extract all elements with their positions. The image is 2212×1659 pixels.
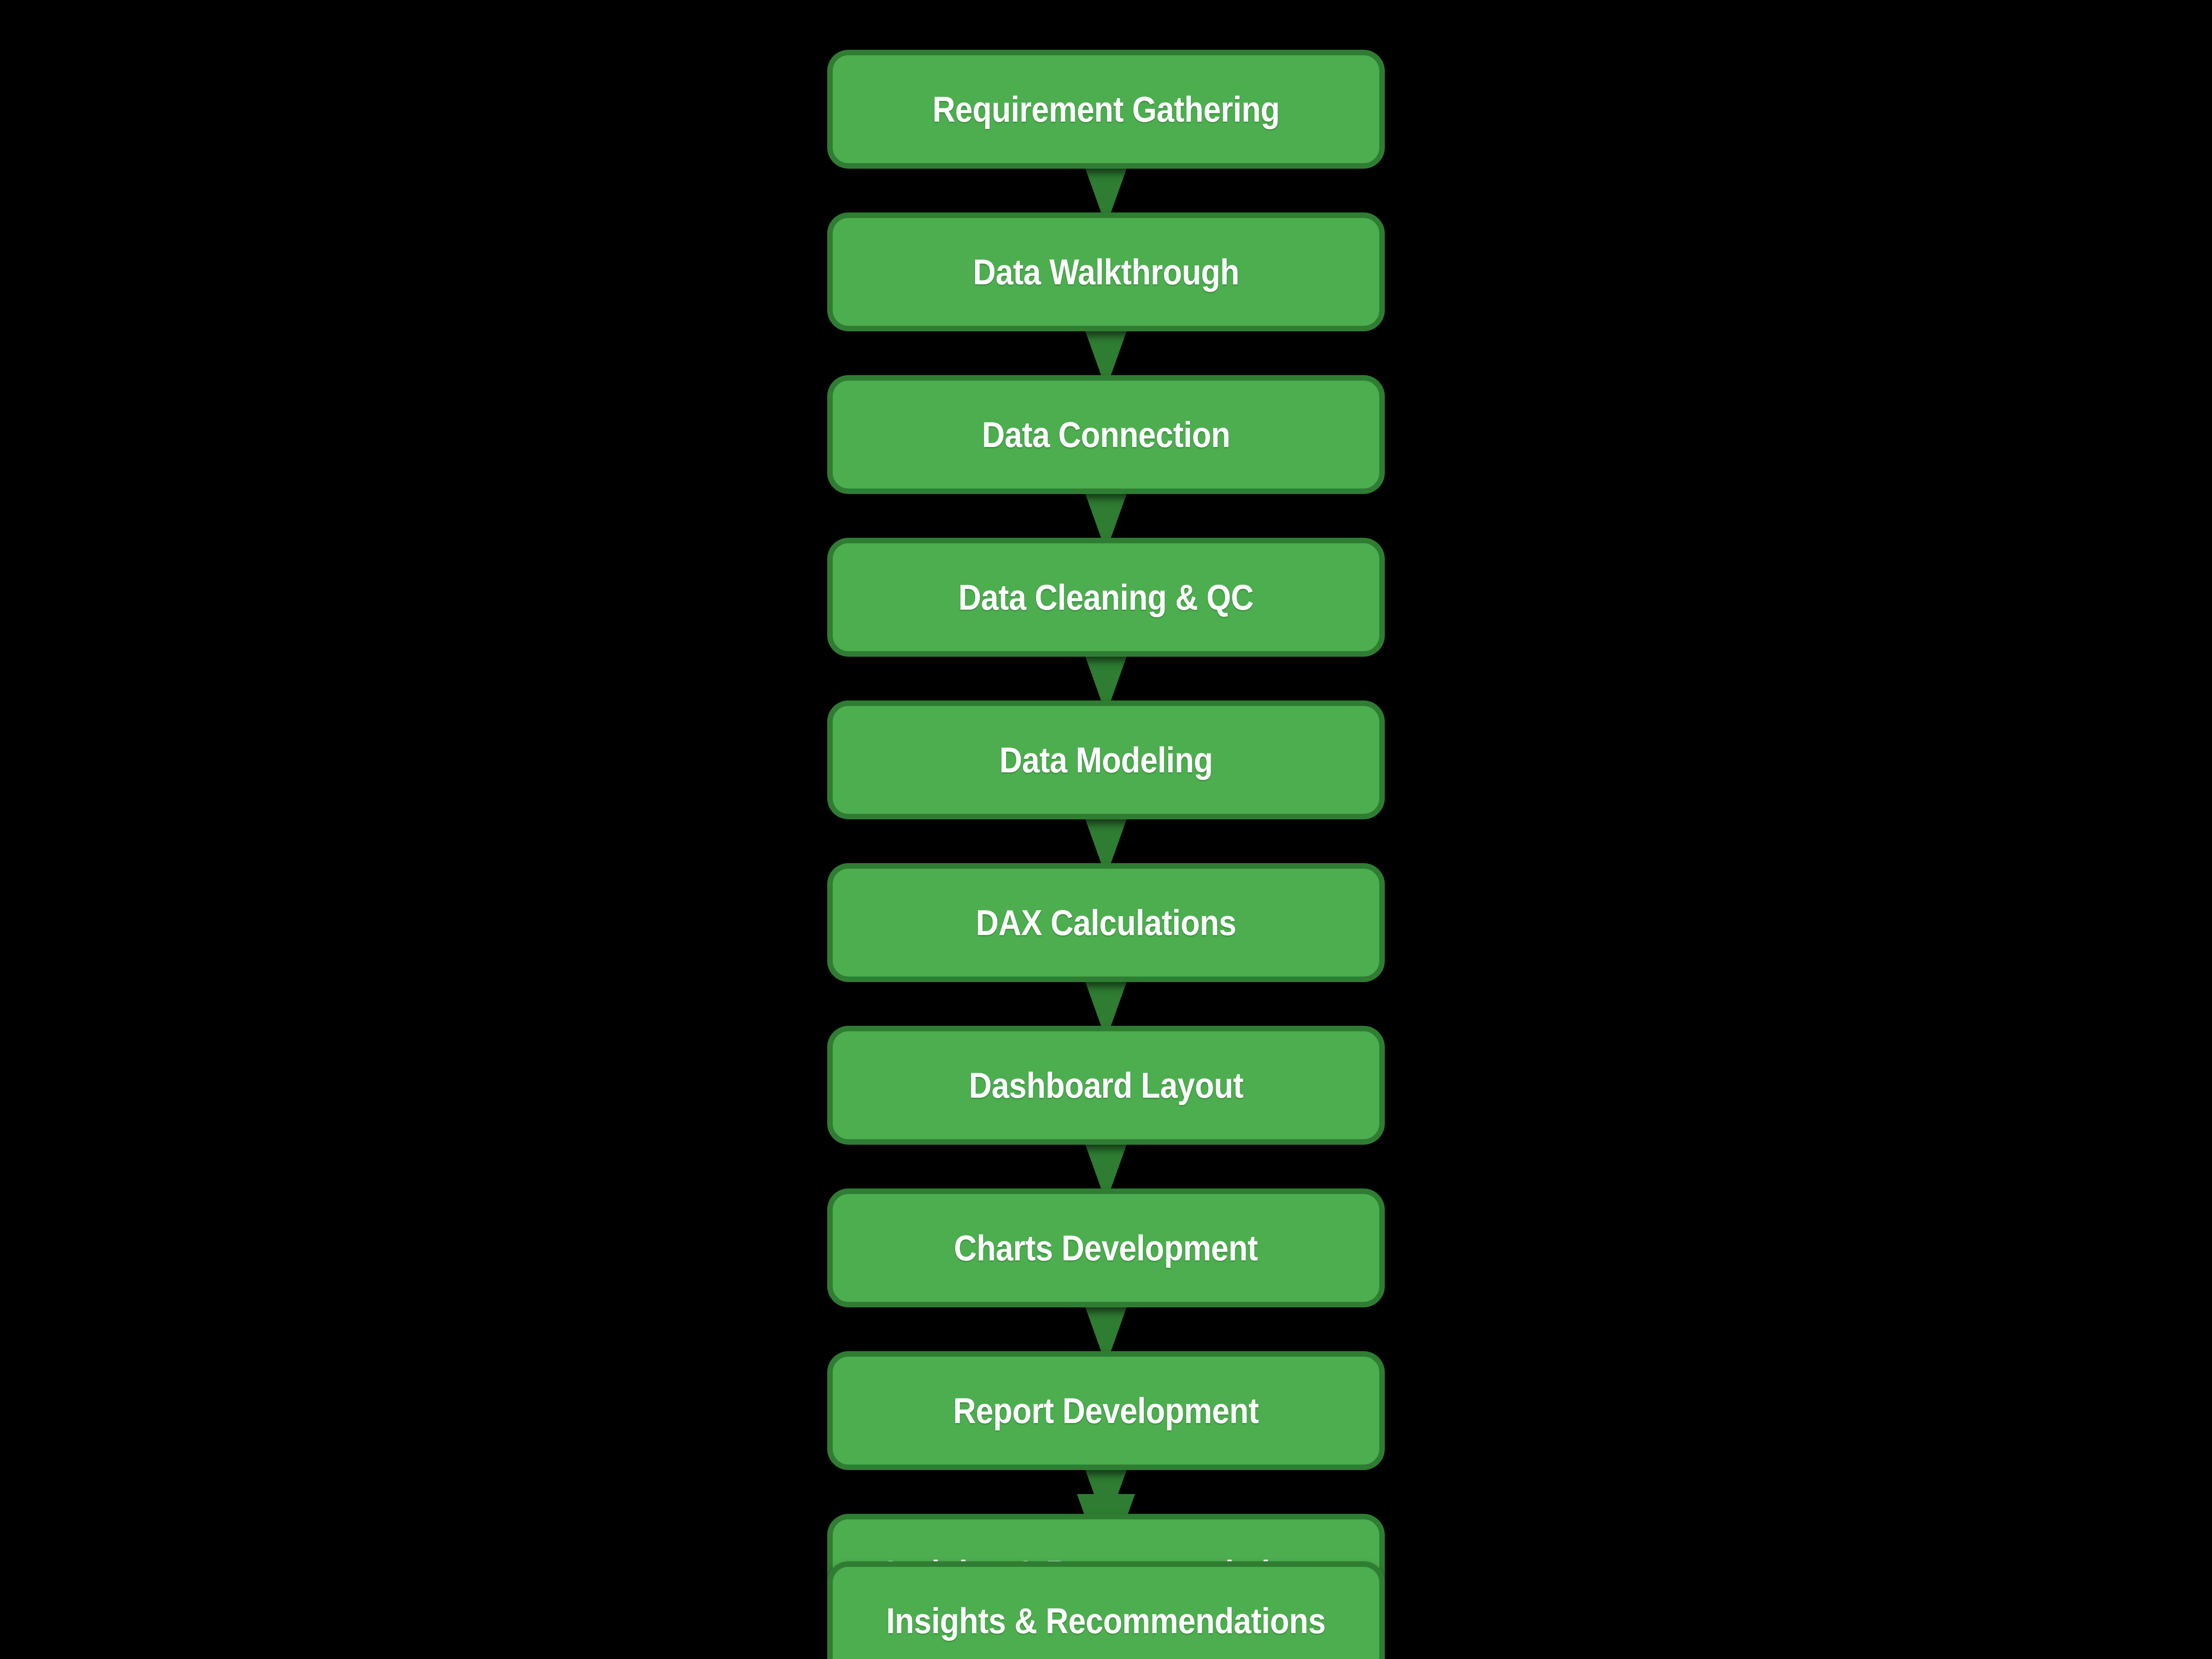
flow-node-label: Data Modeling <box>999 740 1213 780</box>
flow-node-label: Dashboard Layout <box>969 1065 1243 1106</box>
flow-node-report-development[interactable]: Report Development <box>827 1351 1385 1470</box>
flow-node-insights-recommendations-bottom[interactable]: Insights & Recommendations <box>827 1561 1385 1659</box>
flow-node-label: Requirement Gathering <box>932 89 1280 129</box>
flow-node-label: Data Connection <box>982 414 1230 455</box>
flow-node-data-cleaning-qc[interactable]: Data Cleaning & QC <box>827 538 1385 657</box>
flow-node-data-connection[interactable]: Data Connection <box>827 375 1385 494</box>
flow-node-label: Charts Development <box>954 1228 1258 1268</box>
flow-node-label: Data Walkthrough <box>973 252 1239 292</box>
flow-node-label: DAX Calculations <box>976 902 1236 943</box>
flow-node-dashboard-layout[interactable]: Dashboard Layout <box>827 1026 1385 1145</box>
flow-node-dax-calculations[interactable]: DAX Calculations <box>827 863 1385 982</box>
flow-node-requirement-gathering[interactable]: Requirement Gathering <box>827 50 1385 169</box>
flow-node-label: Report Development <box>953 1390 1259 1431</box>
flow-node-label: Insights & Recommendations <box>886 1600 1326 1641</box>
flow-node-label: Data Cleaning & QC <box>958 577 1254 618</box>
flow-node-data-walkthrough[interactable]: Data Walkthrough <box>827 212 1385 331</box>
flow-node-data-modeling[interactable]: Data Modeling <box>827 700 1385 819</box>
flow-node-charts-development[interactable]: Charts Development <box>827 1188 1385 1307</box>
